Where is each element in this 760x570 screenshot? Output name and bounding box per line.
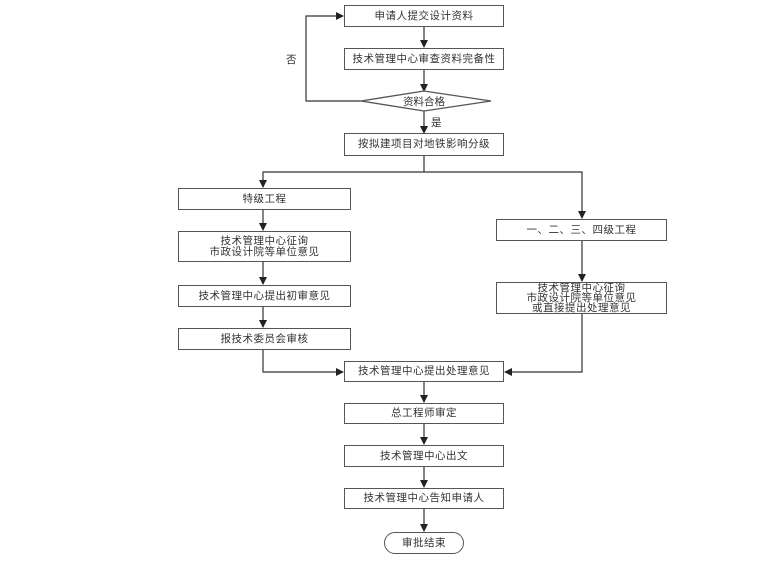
edge-levels-consult-to-process <box>504 314 583 376</box>
node-submit: 申请人提交设计资料 <box>344 5 504 27</box>
decision-diamond <box>360 90 492 112</box>
node-chief-engineer: 总工程师审定 <box>344 403 504 424</box>
edge-branch-levels <box>424 171 586 219</box>
node-special: 特级工程 <box>178 188 351 210</box>
node-notify: 技术管理中心告知申请人 <box>344 488 504 509</box>
edge-decision-no-loop <box>305 12 361 102</box>
node-special-initial: 技术管理中心提出初审意见 <box>178 285 351 307</box>
edge-label-yes: 是 <box>431 117 442 129</box>
node-check-complete: 技术管理中心审查资料完备性 <box>344 48 504 70</box>
node-special-consult: 技术管理中心征询 市政设计院等单位意见 <box>178 231 351 262</box>
node-levels: 一、二、三、四级工程 <box>496 219 667 241</box>
node-process-opinion: 技术管理中心提出处理意见 <box>344 361 504 382</box>
decision-label: 资料合格 <box>403 96 445 108</box>
node-issue-doc: 技术管理中心出文 <box>344 445 504 467</box>
node-classify: 按拟建项目对地铁影响分级 <box>344 133 504 156</box>
edge-branch-special <box>259 171 424 188</box>
edge-label-no: 否 <box>286 54 297 66</box>
node-special-committee: 报技术委员会审核 <box>178 328 351 350</box>
edge-committee-to-process <box>262 350 344 376</box>
node-levels-consult: 技术管理中心征询 市政设计院等单位意见 或直接提出处理意见 <box>496 282 667 314</box>
node-end: 审批结束 <box>384 532 464 554</box>
